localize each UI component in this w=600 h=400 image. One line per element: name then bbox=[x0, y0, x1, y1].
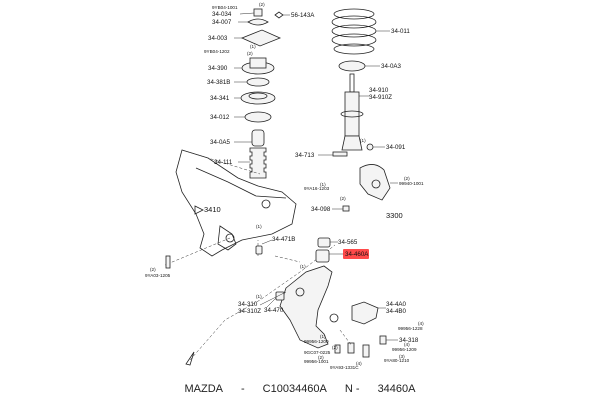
label-34-565: 34-565 bbox=[338, 239, 358, 246]
strut-body-34-910 bbox=[344, 91, 360, 137]
label-34-341: 34-341 bbox=[210, 95, 230, 102]
label-34-471b: 34-471B bbox=[272, 236, 295, 243]
small-ref-top: 9YB04-1001 bbox=[212, 5, 238, 10]
qty-mark: (1) bbox=[320, 182, 326, 187]
qty-mark: (1) bbox=[256, 294, 262, 299]
small-ref-r2: 99956-1209 bbox=[392, 347, 417, 352]
qty-mark: (2) bbox=[404, 176, 410, 181]
qty-mark: (1) bbox=[360, 138, 366, 143]
label-34-034: 34-034 bbox=[212, 11, 232, 18]
subframe-3410 bbox=[164, 149, 297, 269]
strut-bolt-34-713 bbox=[332, 151, 348, 157]
label-34-910: 34-910 bbox=[369, 87, 389, 94]
label-34-007: 34-007 bbox=[212, 19, 232, 26]
small-ref-r1: 99956-1228 bbox=[398, 326, 423, 331]
bolt-34-318 bbox=[379, 335, 387, 345]
small-ref-b3: 99956-1001 bbox=[304, 359, 329, 364]
small-ref-b2: 9GC07-0225 bbox=[304, 350, 331, 355]
label-34-390: 34-390 bbox=[208, 65, 228, 72]
label-3300: 3300 bbox=[386, 211, 403, 220]
label-34-310z: 34-310Z bbox=[238, 308, 261, 315]
mount-plate-34-003 bbox=[240, 29, 282, 47]
small-ref-frame: 9YA03-1205 bbox=[145, 273, 171, 278]
bushing-34-471b bbox=[255, 245, 263, 255]
steering-knuckle bbox=[359, 164, 391, 201]
qty-mark: (2) bbox=[332, 345, 338, 350]
label-34-460a: 34-460A bbox=[345, 251, 369, 258]
small-ref-b4: 9YA93-1331C bbox=[330, 365, 359, 370]
knuckle-bolt-34-098 bbox=[342, 205, 350, 212]
qty-mark: (1) bbox=[256, 224, 262, 229]
label-34-310: 34-310 bbox=[238, 301, 258, 308]
qty-mark: (3) bbox=[399, 354, 405, 359]
frame-bolt bbox=[165, 255, 171, 269]
spring-and-strut bbox=[318, 8, 398, 212]
label-34-098: 34-098 bbox=[311, 206, 331, 213]
qty-mark: (2) bbox=[150, 267, 156, 272]
qty-mark: (1) bbox=[300, 264, 306, 269]
label-3410: 3410 bbox=[204, 205, 221, 214]
small-ref-b1: 99956-1200 bbox=[304, 339, 329, 344]
qty-mark: (2) bbox=[340, 196, 346, 201]
qty-mark: (2) bbox=[259, 2, 265, 7]
small-ref-knuckle-l: 9YA16-1203 bbox=[304, 186, 330, 191]
nut-34-091 bbox=[366, 143, 374, 151]
label-34-0a3: 34-0A3 bbox=[381, 63, 402, 70]
label-34-4b0: 34-4B0 bbox=[386, 308, 407, 315]
small-ref-r3: 9YA80-1210 bbox=[384, 358, 410, 363]
bushing-34-460a bbox=[315, 249, 330, 263]
label-34-318: 34-318 bbox=[399, 337, 419, 344]
rubber-seat-34-012 bbox=[244, 111, 272, 123]
strut-rod bbox=[349, 73, 355, 93]
small-ref-knuckle-r: 99940-1001 bbox=[399, 181, 424, 186]
qty-mark: (4) bbox=[404, 342, 410, 347]
dust-boot-34-111 bbox=[249, 147, 267, 179]
part-caption: MAZDA - C10034460A N - 34460A bbox=[0, 378, 600, 400]
washer-34-007 bbox=[247, 18, 269, 26]
label-34-012: 34-012 bbox=[210, 114, 230, 121]
label-56-143a: 56-143A bbox=[291, 12, 315, 19]
caption-separator: - bbox=[240, 383, 245, 395]
bushing-34-470 bbox=[275, 291, 285, 301]
caption-separator-2: N - bbox=[344, 383, 360, 395]
bearing-34-381b bbox=[246, 77, 270, 87]
qty-mark: (1) bbox=[250, 44, 256, 49]
strut-mount-stack bbox=[234, 8, 290, 179]
bump-stop-34-0a5 bbox=[251, 129, 265, 147]
label-34-0a5: 34-0A5 bbox=[210, 139, 231, 146]
coil-spring-34-011 bbox=[331, 8, 377, 55]
qty-mark: (4) bbox=[356, 361, 362, 366]
spring-insulator-34-0a3 bbox=[338, 60, 366, 72]
brand-name: MAZDA bbox=[184, 383, 223, 395]
callout-labels: 9YB04-1001 34-034 56-143A 34-007 34-003 … bbox=[145, 2, 424, 370]
part-code: C10034460A bbox=[262, 383, 327, 395]
label-34-381b: 34-381B bbox=[207, 79, 230, 86]
label-34-011: 34-011 bbox=[391, 28, 410, 35]
clip-56-143a bbox=[274, 11, 284, 19]
target-part-highlight bbox=[343, 249, 369, 259]
label-34-713: 34-713 bbox=[295, 152, 315, 159]
top-nut bbox=[253, 8, 263, 17]
label-34-470: 34-470 bbox=[264, 307, 284, 314]
label-34-003: 34-003 bbox=[208, 35, 228, 42]
qty-mark: (1) bbox=[320, 334, 326, 339]
label-34-091: 34-091 bbox=[386, 144, 406, 151]
qty-mark: (2) bbox=[318, 355, 324, 360]
small-ref-upper: 9YB04-1202 bbox=[204, 49, 230, 54]
label-34-910z: 34-910Z bbox=[369, 94, 392, 101]
label-34-111: 34-111 bbox=[214, 159, 233, 166]
qty-mark: (2) bbox=[247, 51, 253, 56]
spring-seat-34-341 bbox=[240, 91, 276, 105]
lower-arm-assembly bbox=[185, 237, 398, 366]
qty-mark: (4) bbox=[418, 321, 424, 326]
bracket-34-4a0 bbox=[351, 301, 379, 325]
part-number: 34460A bbox=[377, 383, 416, 395]
bushing-34-565 bbox=[317, 237, 331, 248]
label-34-4a0: 34-4A0 bbox=[386, 301, 407, 308]
lower-control-arm-34-310 bbox=[279, 265, 333, 349]
